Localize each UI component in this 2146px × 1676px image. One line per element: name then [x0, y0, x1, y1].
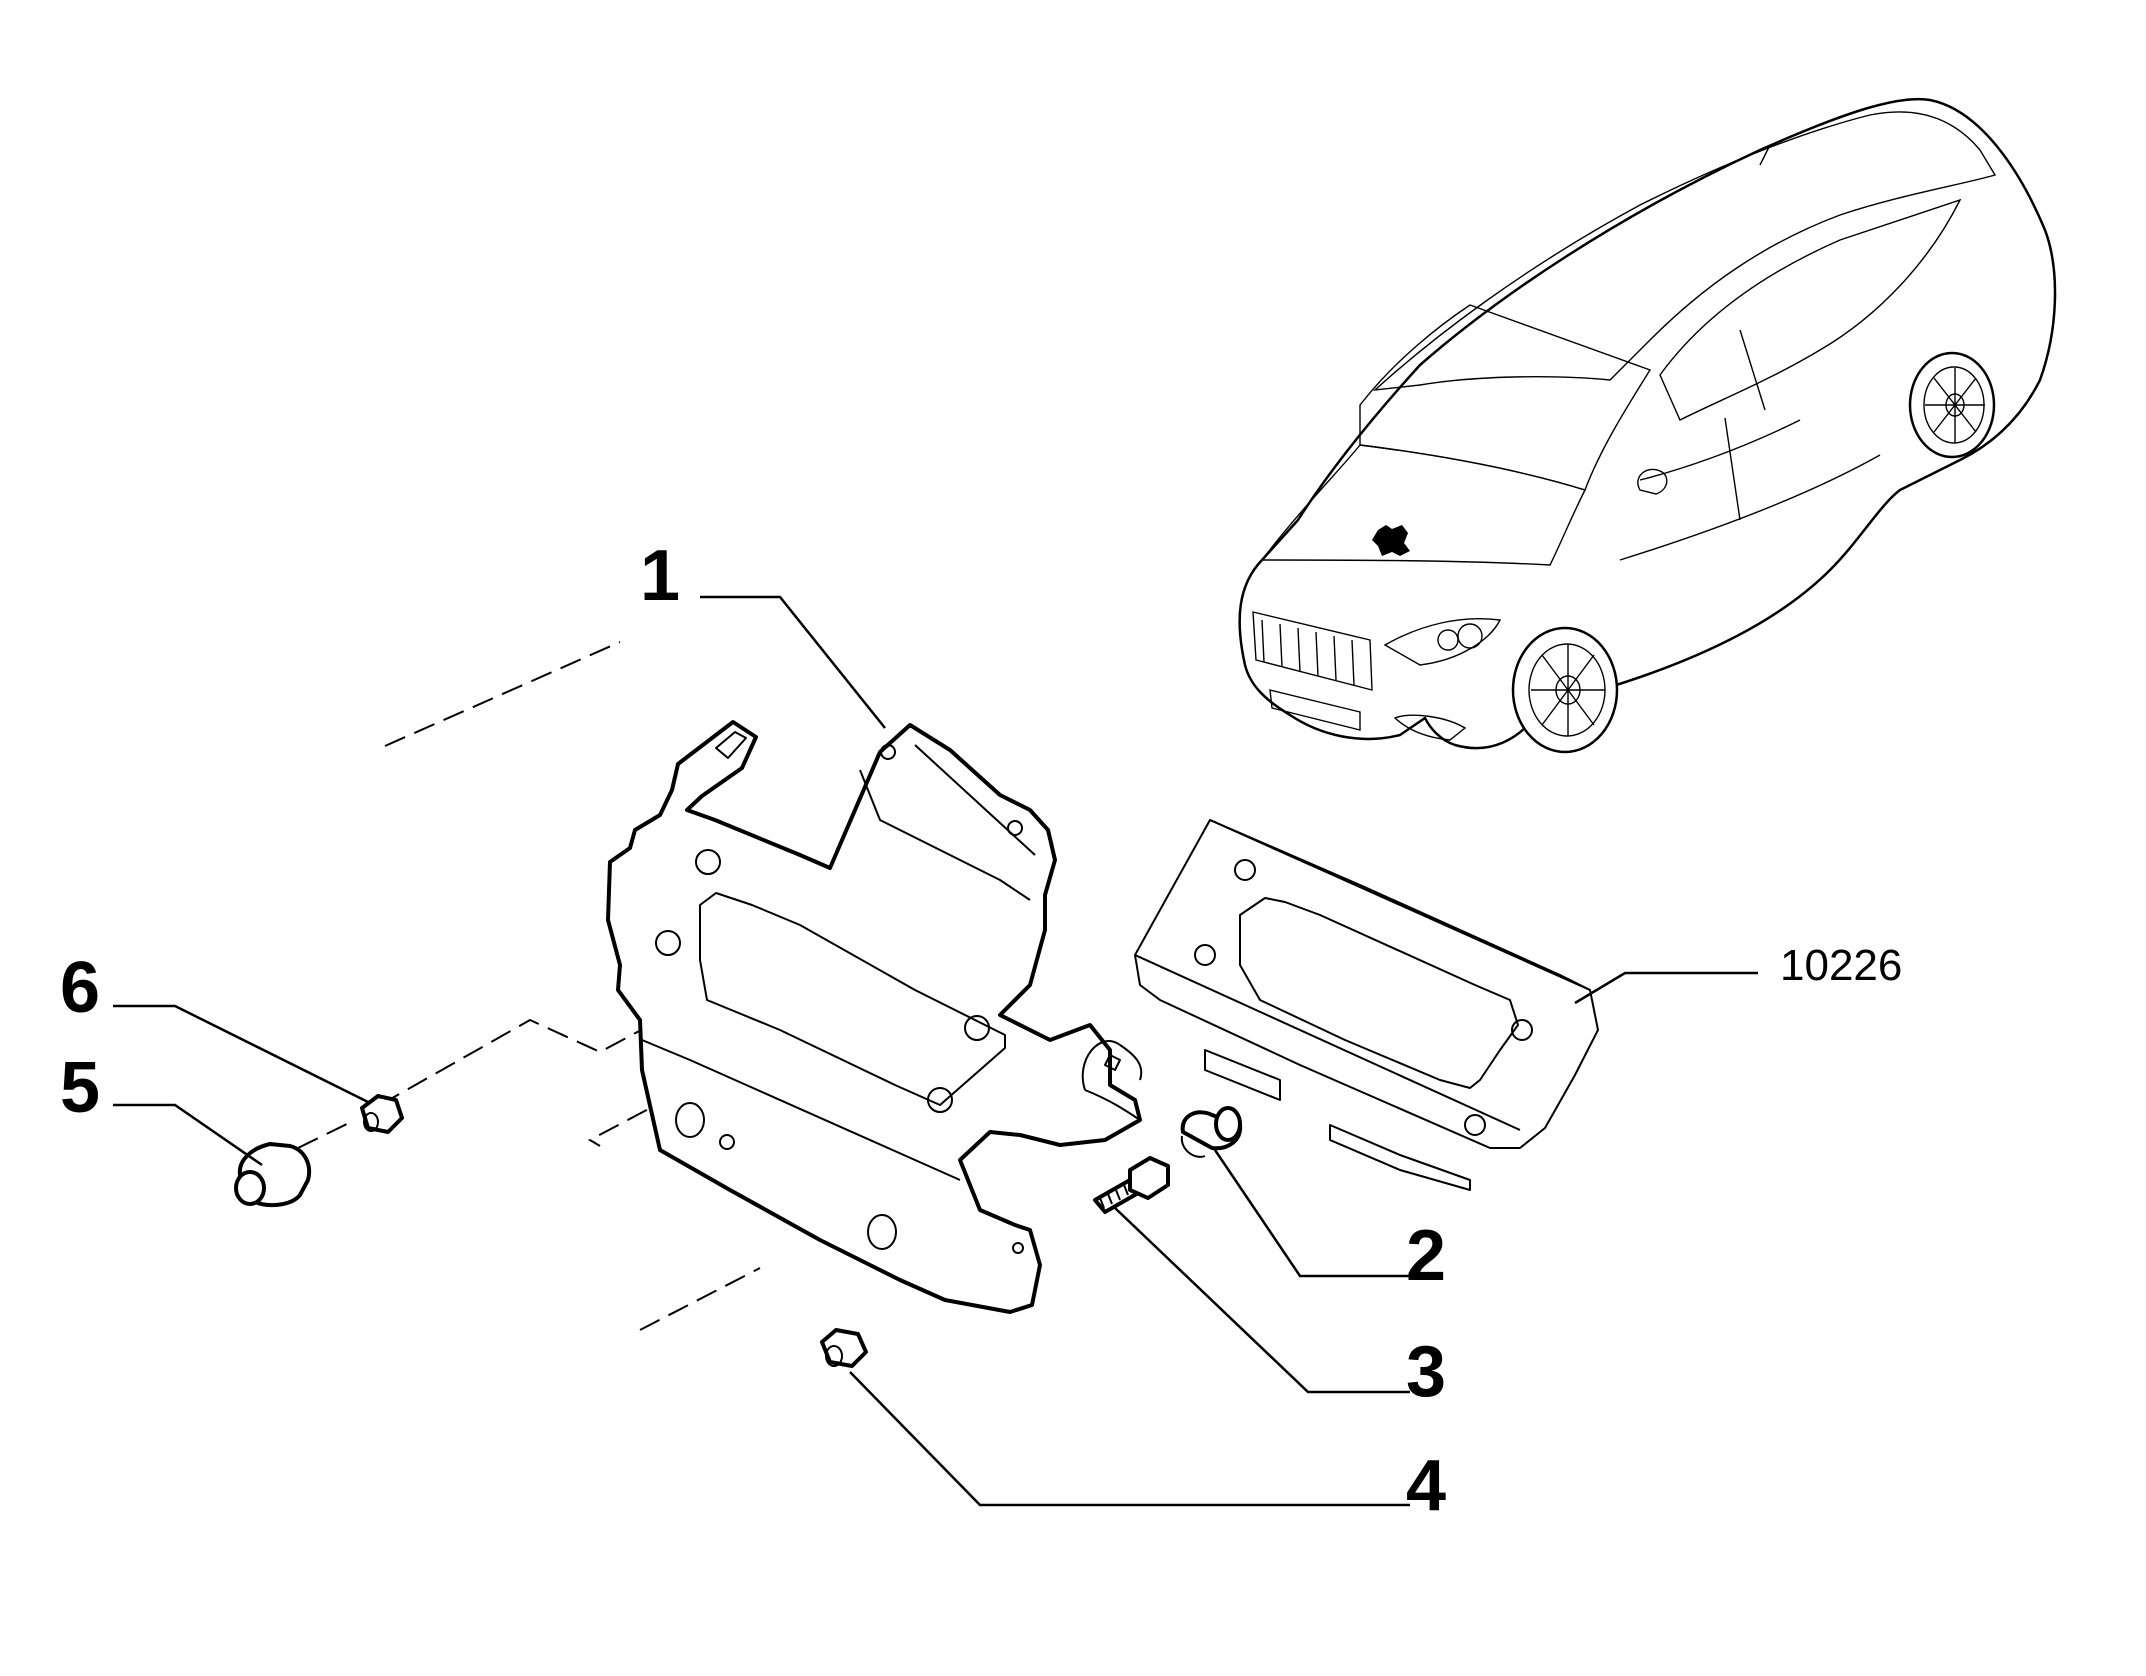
- callout-6: 6: [60, 948, 100, 1028]
- leader-lines: [113, 595, 1758, 1507]
- part-4-nut: [820, 1328, 868, 1368]
- part-10226-housing: [1134, 819, 1599, 1191]
- part-5-cap: [234, 1142, 311, 1208]
- callout-3: 3: [1406, 1332, 1446, 1412]
- part-2-grommet: [1180, 1106, 1243, 1158]
- callout-5: 5: [60, 1048, 100, 1128]
- part-3-bolt: [1093, 1156, 1170, 1214]
- callout-4: 4: [1406, 1446, 1446, 1526]
- callout-labels: 1 2 3 4 5 6 10226: [60, 536, 1902, 1526]
- reference-number: 10226: [1780, 941, 1902, 990]
- callout-1: 1: [640, 536, 680, 616]
- part-1-bracket: [606, 720, 1143, 1314]
- car-illustration: [1238, 97, 2057, 754]
- callout-2: 2: [1406, 1216, 1446, 1296]
- part-6-nut: [360, 1094, 404, 1134]
